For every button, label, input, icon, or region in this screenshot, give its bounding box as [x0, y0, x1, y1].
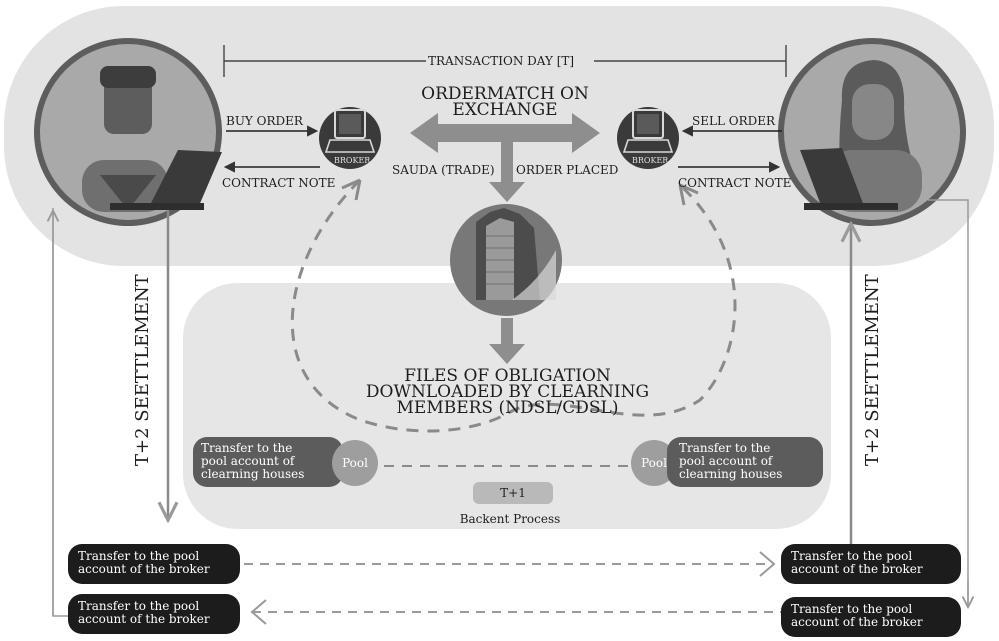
- bottom-upper-arrowhead: [759, 551, 776, 577]
- ordermatch-line1: ORDERMATCH ON: [421, 84, 589, 104]
- contract-note-left-label: CONTRACT NOTE: [222, 176, 336, 190]
- transfer-clearing-left-line2: pool account of: [201, 454, 295, 468]
- transfer-broker-right-upper-line2: account of the broker: [791, 562, 923, 576]
- transfer-clearing-left: Transfer to the pool account of clearnin…: [193, 437, 343, 487]
- contract-note-right-label: CONTRACT NOTE: [678, 176, 792, 190]
- t-plus-1-badge: T+1: [473, 482, 553, 504]
- transaction-day-label: TRANSACTION DAY [T]: [428, 54, 575, 68]
- sell-order-label: SELL ORDER: [692, 114, 776, 128]
- transfer-broker-right-upper-line1: Transfer to the pool: [791, 549, 913, 563]
- broker-left-label: BROKER: [334, 156, 371, 165]
- stock-exchange-building-icon: [450, 204, 562, 316]
- transfer-broker-left-upper-line1: Transfer to the pool: [78, 549, 200, 563]
- settlement-left-label: T+2 SEETTLEMENT: [132, 274, 153, 466]
- files-down-arrow: [489, 318, 525, 364]
- seller-avatar: [778, 38, 966, 226]
- exchange-down-arrow: [489, 142, 525, 202]
- broker-right-icon: [617, 107, 679, 169]
- settlement-right-label: T+2 SEETTLEMENT: [862, 274, 883, 466]
- transfer-broker-right-upper: Transfer to the pool account of the brok…: [781, 544, 961, 584]
- files-line2: DOWNLOADED BY CLEARNING: [365, 382, 650, 402]
- loop-arrowhead-left: [341, 178, 362, 201]
- backend-process-label: Backent Process: [459, 512, 561, 526]
- transfer-clearing-left-line3: clearning houses: [201, 467, 305, 481]
- transfer-clearing-right-line1: Transfer to the: [679, 441, 771, 455]
- transfer-clearing-right-line2: pool account of: [679, 454, 773, 468]
- transfer-clearing-left-line1: Transfer to the: [201, 441, 293, 455]
- transfer-broker-right-lower-line1: Transfer to the pool: [791, 602, 913, 616]
- ordermatch-title: ORDERMATCH ON EXCHANGE: [400, 84, 610, 120]
- transfer-broker-left-lower-line1: Transfer to the pool: [78, 599, 200, 613]
- right-outer-settlement-line: [928, 199, 969, 606]
- files-of-obligation-title: FILES OF OBLIGATION DOWNLOADED BY CLEARN…: [355, 366, 660, 418]
- buy-order-label: BUY ORDER: [226, 114, 303, 128]
- transfer-broker-left-lower-line2: account of the broker: [78, 612, 210, 626]
- sauda-trade-label: SAUDA (TRADE): [392, 163, 495, 177]
- transfer-broker-left-upper-line2: account of the broker: [78, 562, 210, 576]
- transfer-broker-left-upper: Transfer to the pool account of the brok…: [68, 544, 240, 584]
- files-line3: MEMBERS (NDSL/CDSL): [396, 398, 619, 418]
- transfer-clearing-right: Transfer to the pool account of clearnin…: [667, 437, 823, 487]
- dashed-settlement-loop: [290, 178, 737, 433]
- broker-right-label: BROKER: [632, 156, 669, 165]
- order-placed-label: ORDER PLACED: [516, 163, 619, 177]
- pool-left: Pool: [332, 440, 378, 486]
- transfer-broker-right-lower-line2: account of the broker: [791, 615, 923, 629]
- buyer-avatar: [34, 38, 222, 226]
- transfer-broker-right-lower: Transfer to the pool account of the brok…: [781, 597, 961, 637]
- transfer-broker-left-lower: Transfer to the pool account of the brok…: [68, 594, 240, 634]
- loop-arrowhead-right: [678, 183, 699, 206]
- broker-left-icon: [319, 107, 381, 169]
- files-line1: FILES OF OBLIGATION: [404, 366, 611, 386]
- transfer-clearing-right-line3: clearning houses: [679, 467, 783, 481]
- bottom-lower-arrowhead: [250, 599, 267, 625]
- ordermatch-line2: EXCHANGE: [452, 100, 558, 120]
- exchange-double-arrow: [410, 113, 600, 153]
- transaction-day-bracket: [223, 45, 787, 77]
